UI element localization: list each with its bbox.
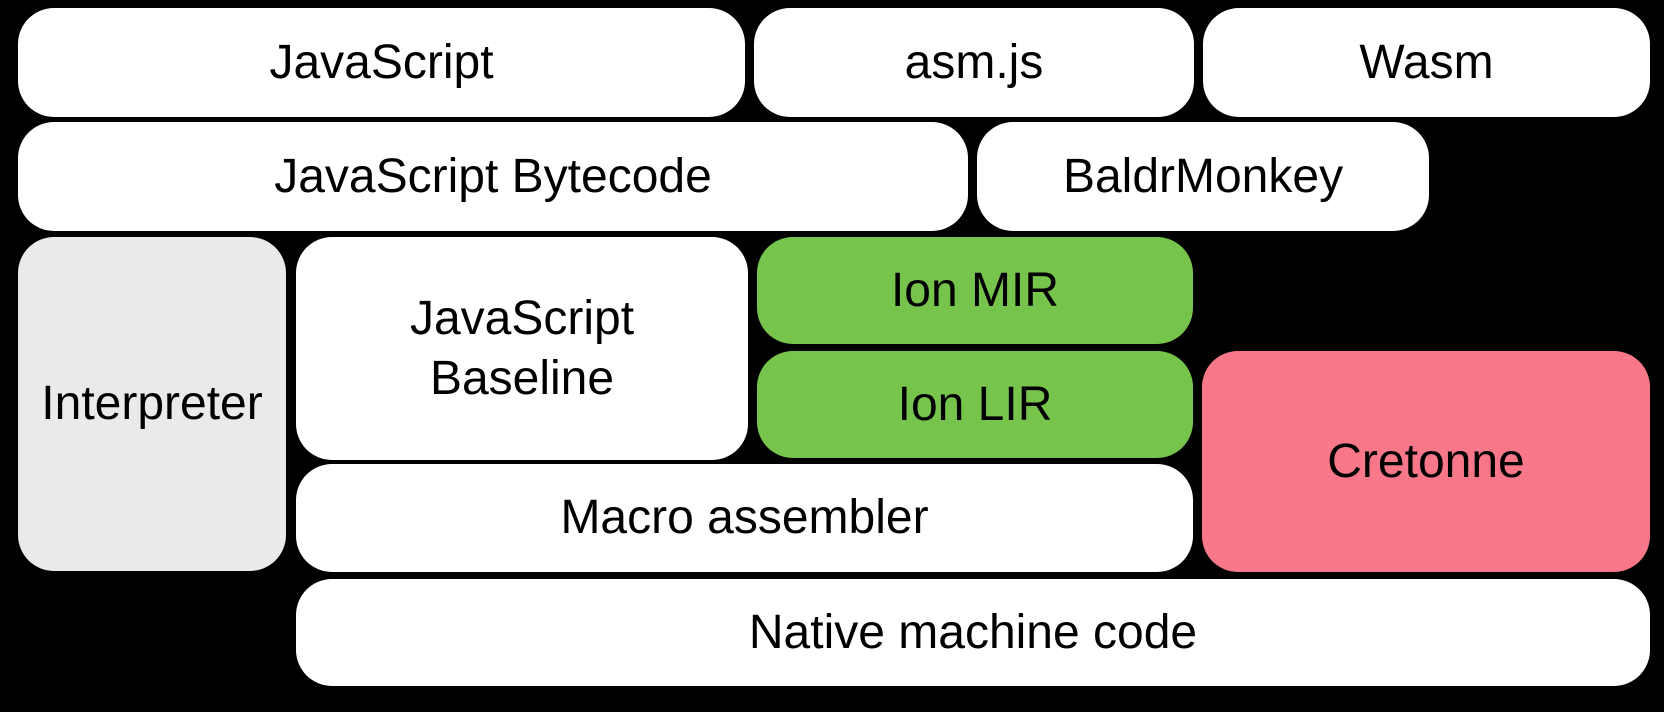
box-baldrmonkey: BaldrMonkey [977,122,1429,231]
box-interpreter: Interpreter [18,237,286,571]
asmjs-label: asm.js [904,35,1044,89]
box-javascript-baseline: JavaScript Baseline [296,237,748,460]
wasm-label: Wasm [1359,35,1494,89]
box-ion-lir: Ion LIR [757,351,1193,458]
ion-lir-label: Ion LIR [897,377,1053,431]
box-macro-assembler: Macro assembler [296,464,1193,572]
baldrmonkey-label: BaldrMonkey [1062,149,1344,203]
macro-assembler-label: Macro assembler [560,491,929,544]
box-javascript: JavaScript [18,8,745,117]
javascript-bytecode-label: JavaScript Bytecode [274,149,712,203]
box-native-machine-code: Native machine code [296,579,1650,686]
box-cretonne: Cretonne [1202,351,1650,572]
native-machine-code-label: Native machine code [748,605,1198,659]
box-wasm: Wasm [1203,8,1650,117]
box-asmjs: asm.js [754,8,1194,117]
ion-mir-label: Ion MIR [890,263,1060,317]
javascript-label: JavaScript [269,35,494,89]
box-javascript-bytecode: JavaScript Bytecode [18,122,968,231]
interpreter-label: Interpreter [41,377,263,430]
box-ion-mir: Ion MIR [757,237,1193,344]
javascript-baseline-label: JavaScript Baseline [409,291,635,405]
cretonne-label: Cretonne [1327,434,1525,488]
